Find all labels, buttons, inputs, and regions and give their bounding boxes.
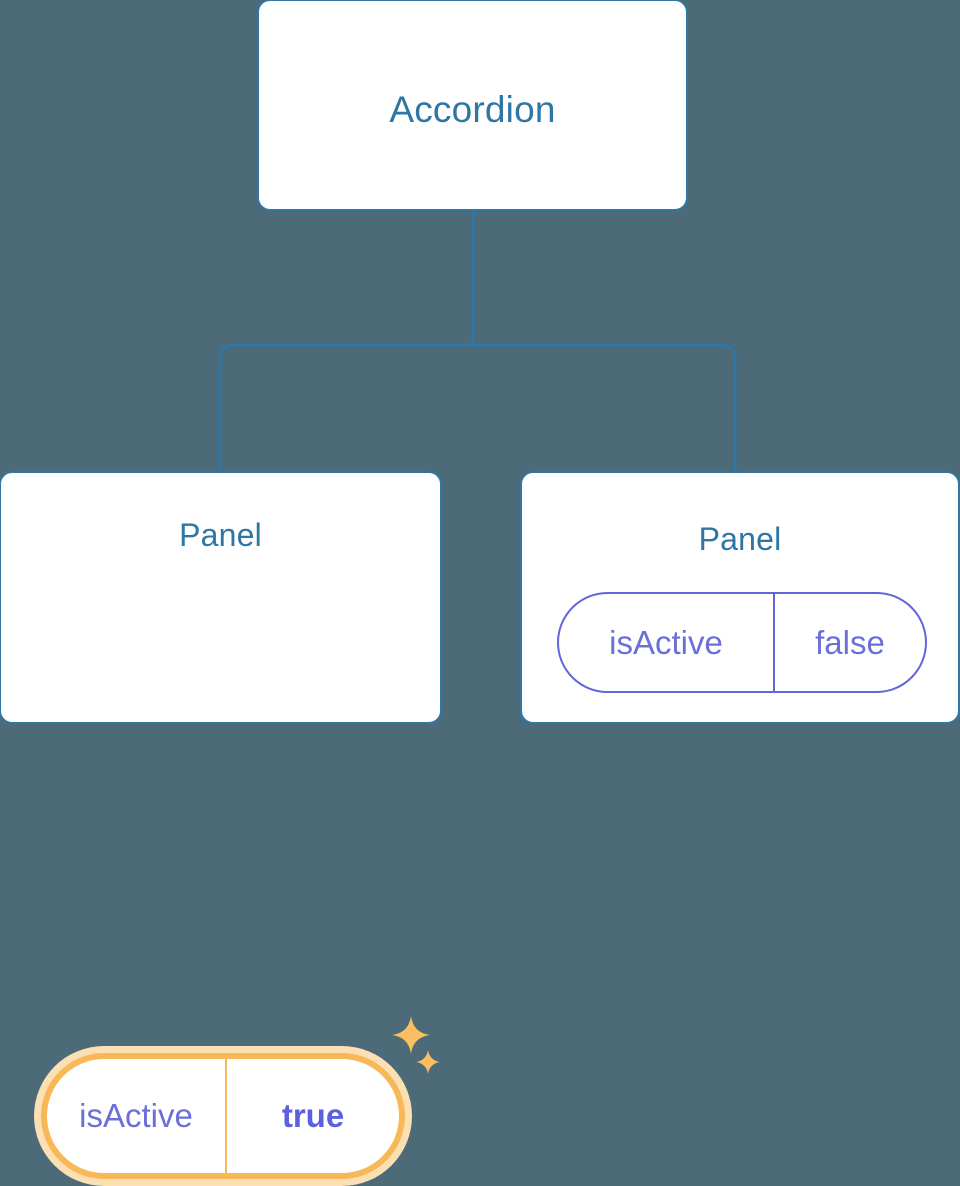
node-panel-left-title: Panel [179, 517, 262, 553]
prop-pill-highlight-glow: isActive true [34, 1046, 412, 1186]
prop-key-isactive: isActive [79, 1097, 193, 1134]
node-panel-right-title: Panel [698, 521, 782, 557]
node-accordion[interactable]: Accordion [257, 0, 688, 211]
prop-value-true: true [225, 1059, 399, 1173]
prop-pill-isactive-false[interactable]: isActive false [557, 592, 927, 693]
edge-branch-bus [218, 343, 737, 471]
prop-key-isactive: isActive [609, 623, 723, 661]
edge-connectors [218, 210, 737, 471]
prop-value-false: false [773, 594, 925, 691]
node-panel-left[interactable]: Panel isActive true [0, 471, 442, 1186]
node-accordion-title: Accordion [389, 89, 556, 130]
node-panel-right[interactable]: Panel isActive false [520, 471, 960, 724]
sparkle-small-icon [416, 1050, 440, 1074]
prop-pill-highlight-ring: isActive true [41, 1053, 405, 1179]
prop-pill-isactive-true[interactable]: isActive true [47, 1059, 399, 1173]
